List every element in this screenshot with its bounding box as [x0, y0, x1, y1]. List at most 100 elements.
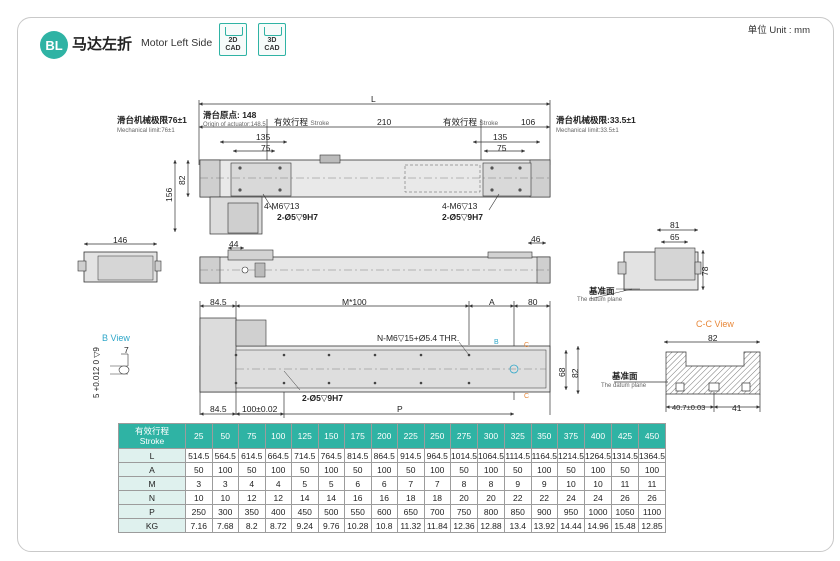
table-cell: 100 [423, 462, 451, 477]
table-cell: 764.5 [317, 448, 345, 463]
stroke-header-cell: 350 [530, 423, 558, 449]
table-cell: 50 [557, 462, 585, 477]
table-cell: 514.5 [185, 448, 213, 463]
table-cell: 24 [584, 490, 612, 505]
table-cell: 400 [264, 504, 292, 519]
hole-spec-left-2: 2-Ø5▽9H7 [277, 212, 319, 222]
datum-label-cc-en: The datum plane [601, 383, 647, 389]
table-cell: 18 [423, 490, 451, 505]
dim-146: 146 [113, 235, 128, 245]
dim-80: 80 [528, 297, 538, 307]
table-cell: 50 [238, 462, 266, 477]
stroke-left-label: 有效行程 Stroke [274, 117, 329, 129]
cad-3d-button[interactable]: 3D CAD [258, 23, 286, 56]
row-label: L [118, 448, 186, 463]
table-cell: 1100 [638, 504, 666, 519]
table-cell: 22 [504, 490, 532, 505]
datum-label-side: 基准面 [589, 286, 615, 296]
b-marker: B [494, 339, 499, 346]
dim-A: A [489, 297, 495, 307]
hole-spec-bottom: N-M6▽15+Ø5.4 THR. [377, 333, 460, 343]
table-cell: 4 [264, 476, 292, 491]
table-cell: 10 [584, 476, 612, 491]
top-view [173, 100, 551, 232]
table-cell: 12 [264, 490, 292, 505]
side-view [199, 241, 551, 284]
stroke-right-en: Stroke [479, 120, 499, 127]
table-cell: 8 [477, 476, 505, 491]
table-cell: 11 [611, 476, 639, 491]
table-cell: 14.96 [584, 518, 612, 533]
dim-82-top: 82 [177, 175, 187, 185]
table-cell: 614.5 [238, 448, 266, 463]
table-cell: 350 [238, 504, 266, 519]
table-cell: 13.92 [530, 518, 558, 533]
dim-68: 68 [557, 367, 567, 377]
table-cell: 6 [370, 476, 398, 491]
mech-limit-right: 滑台机械极限:33.5±1 [556, 115, 636, 125]
origin-label: 滑台原点: 148 [203, 110, 257, 120]
table-cell: 11 [638, 476, 666, 491]
table-cell: 1164.5 [530, 448, 558, 463]
table-cell: 8 [450, 476, 478, 491]
mech-limit-left-en: Mechanical limit:76±1 [117, 128, 175, 134]
table-cell: 964.5 [423, 448, 451, 463]
stroke-header-cell: 325 [504, 423, 532, 449]
row-label: KG [118, 518, 186, 533]
page-title: 马达左折 [72, 36, 133, 53]
table-cell: 450 [291, 504, 319, 519]
table-cell: 1064.5 [477, 448, 505, 463]
table-cell: 5 [317, 476, 345, 491]
row-label: N [118, 490, 186, 505]
table-cell: 12.85 [638, 518, 666, 533]
table-cell: 550 [344, 504, 372, 519]
dim-75-right: 75 [497, 143, 507, 153]
unit-label: 单位 Unit : mm [747, 25, 810, 36]
table-cell: 14 [317, 490, 345, 505]
table-cell: 100 [317, 462, 345, 477]
bottom-view-body [199, 317, 551, 393]
table-cell: 9.24 [291, 518, 319, 533]
table-cell: 7 [423, 476, 451, 491]
table-cell: 950 [557, 504, 585, 519]
stroke-header-cn: 有效行程 [134, 426, 169, 436]
cad-2d-button[interactable]: 2D CAD [219, 23, 247, 56]
cad-2d-sub: CAD [225, 45, 241, 52]
table-cell: 1000 [584, 504, 612, 519]
table-cell: 3 [211, 476, 239, 491]
table-cell: 50 [450, 462, 478, 477]
stroke-right-cn: 有效行程 [443, 117, 478, 127]
cad-3d-label: 3D [267, 37, 277, 44]
table-cell: 7.68 [211, 518, 239, 533]
table-cell: 1114.5 [504, 448, 532, 463]
table-cell: 864.5 [370, 448, 398, 463]
b-view-tolerance: 5 +0.012 0 ▽9 [92, 347, 101, 398]
table-cell: 3 [185, 476, 213, 491]
dim-135-right: 135 [493, 132, 508, 142]
table-cell: 22 [530, 490, 558, 505]
table-cell: 1314.5 [611, 448, 639, 463]
stroke-header-cell: 400 [584, 423, 612, 449]
dim-100: 100±0.02 [242, 404, 278, 414]
stroke-header-cell: 150 [317, 423, 345, 449]
mech-limit-left: 滑台机械极限76±1 [117, 115, 187, 125]
table-cell: 18 [397, 490, 425, 505]
table-cell: 600 [370, 504, 398, 519]
stroke-left-en: Stroke [310, 120, 330, 127]
table-cell: 4 [238, 476, 266, 491]
table-cell: 1014.5 [450, 448, 478, 463]
c-marker-top: C [524, 342, 530, 349]
table-cell: 50 [504, 462, 532, 477]
right-end-view [589, 228, 705, 300]
cc-dim-40-7: 40.7±0.03 [672, 403, 706, 412]
stroke-header-en: Stroke [139, 436, 165, 446]
table-cell: 14 [291, 490, 319, 505]
mech-limit-right-en: Mechanical limit:33.5±1 [556, 128, 619, 134]
table-cell: 15.48 [611, 518, 639, 533]
table-cell: 100 [477, 462, 505, 477]
